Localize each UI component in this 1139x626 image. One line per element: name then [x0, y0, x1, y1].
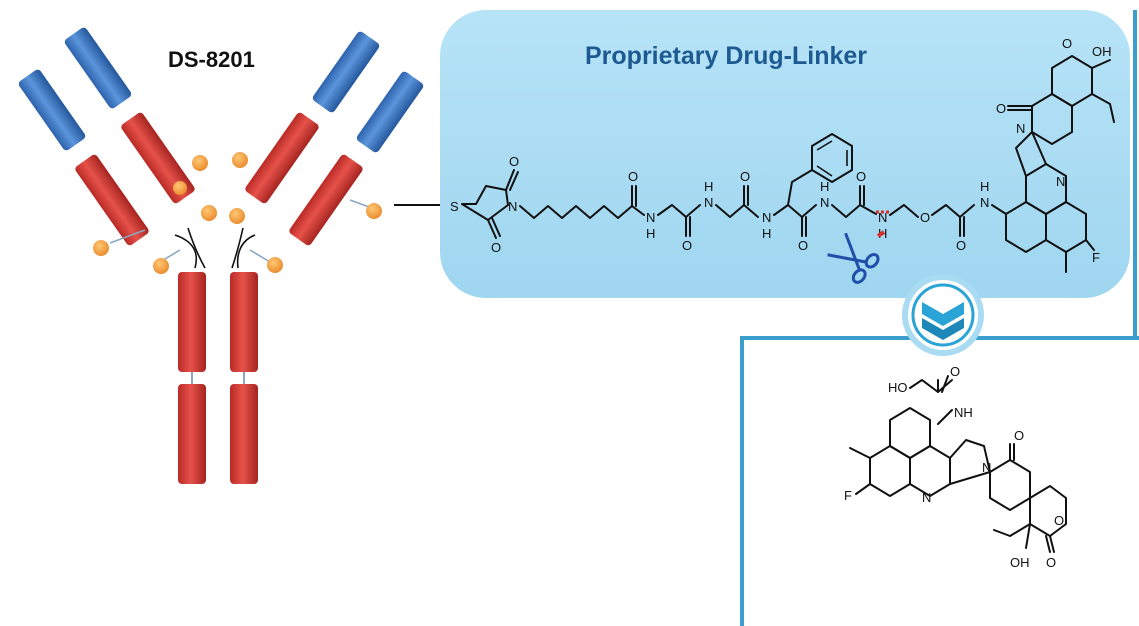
- svg-text:OH: OH: [1010, 555, 1030, 570]
- svg-text:F: F: [844, 488, 852, 503]
- svg-text:H: H: [820, 179, 829, 194]
- svg-text:O: O: [950, 364, 960, 379]
- svg-text:O: O: [1054, 513, 1064, 528]
- svg-text:O: O: [920, 210, 930, 225]
- svg-text:H: H: [646, 226, 655, 241]
- antibody-label: DS-8201: [168, 47, 255, 72]
- maleimide-group: S O O N: [450, 154, 519, 255]
- svg-text:N: N: [922, 490, 931, 505]
- svg-text:O: O: [856, 169, 866, 184]
- svg-text:N: N: [1016, 121, 1025, 136]
- svg-text:OH: OH: [1092, 44, 1112, 59]
- scissors-icon: [827, 232, 880, 284]
- svg-text:F: F: [1092, 250, 1100, 265]
- svg-text:O: O: [491, 240, 501, 255]
- svg-text:H: H: [704, 179, 713, 194]
- antibody: DS-8201: [18, 27, 424, 484]
- released-payload-structure: HO O NH F N N O O O OH: [844, 364, 1067, 570]
- svg-text:N: N: [646, 210, 655, 225]
- svg-text:HO: HO: [888, 380, 908, 395]
- fc-region: [178, 272, 258, 484]
- svg-text:O: O: [798, 238, 808, 253]
- svg-text:N: N: [508, 199, 517, 214]
- svg-text:N: N: [1056, 174, 1065, 189]
- svg-text:O: O: [682, 238, 692, 253]
- payload-core-linked: F N N O O OH: [991, 36, 1115, 273]
- svg-text:O: O: [509, 154, 519, 169]
- svg-text:S: S: [450, 199, 459, 214]
- svg-text:O: O: [1014, 428, 1024, 443]
- svg-text:N: N: [704, 195, 713, 210]
- released-payload-frame: [740, 10, 1139, 626]
- svg-text:O: O: [996, 101, 1006, 116]
- svg-text:N: N: [982, 460, 991, 475]
- svg-text:N: N: [820, 195, 829, 210]
- svg-text:NH: NH: [954, 405, 973, 420]
- svg-text:N: N: [762, 210, 771, 225]
- svg-text:H: H: [762, 226, 771, 241]
- heavy-chain-right-arm: [245, 112, 363, 246]
- chevron-down-icon: [902, 274, 984, 356]
- svg-text:O: O: [1062, 36, 1072, 51]
- svg-text:H: H: [980, 179, 989, 194]
- payload-dots: [93, 152, 382, 274]
- svg-text:N: N: [878, 210, 887, 225]
- svg-text:O: O: [956, 238, 966, 253]
- light-chain-left-arm: [18, 27, 132, 151]
- linker-title: Proprietary Drug-Linker: [585, 42, 867, 70]
- heavy-chain-left-arm: [75, 112, 195, 246]
- svg-text:N: N: [980, 195, 989, 210]
- svg-text:O: O: [740, 169, 750, 184]
- linker-chain: [519, 205, 645, 219]
- svg-text:O: O: [1046, 555, 1056, 570]
- drug-linker-panel: Proprietary Drug-Linker S O O N O N H O …: [440, 10, 1130, 298]
- light-chain-right-arm: [312, 31, 424, 153]
- svg-text:O: O: [628, 169, 638, 184]
